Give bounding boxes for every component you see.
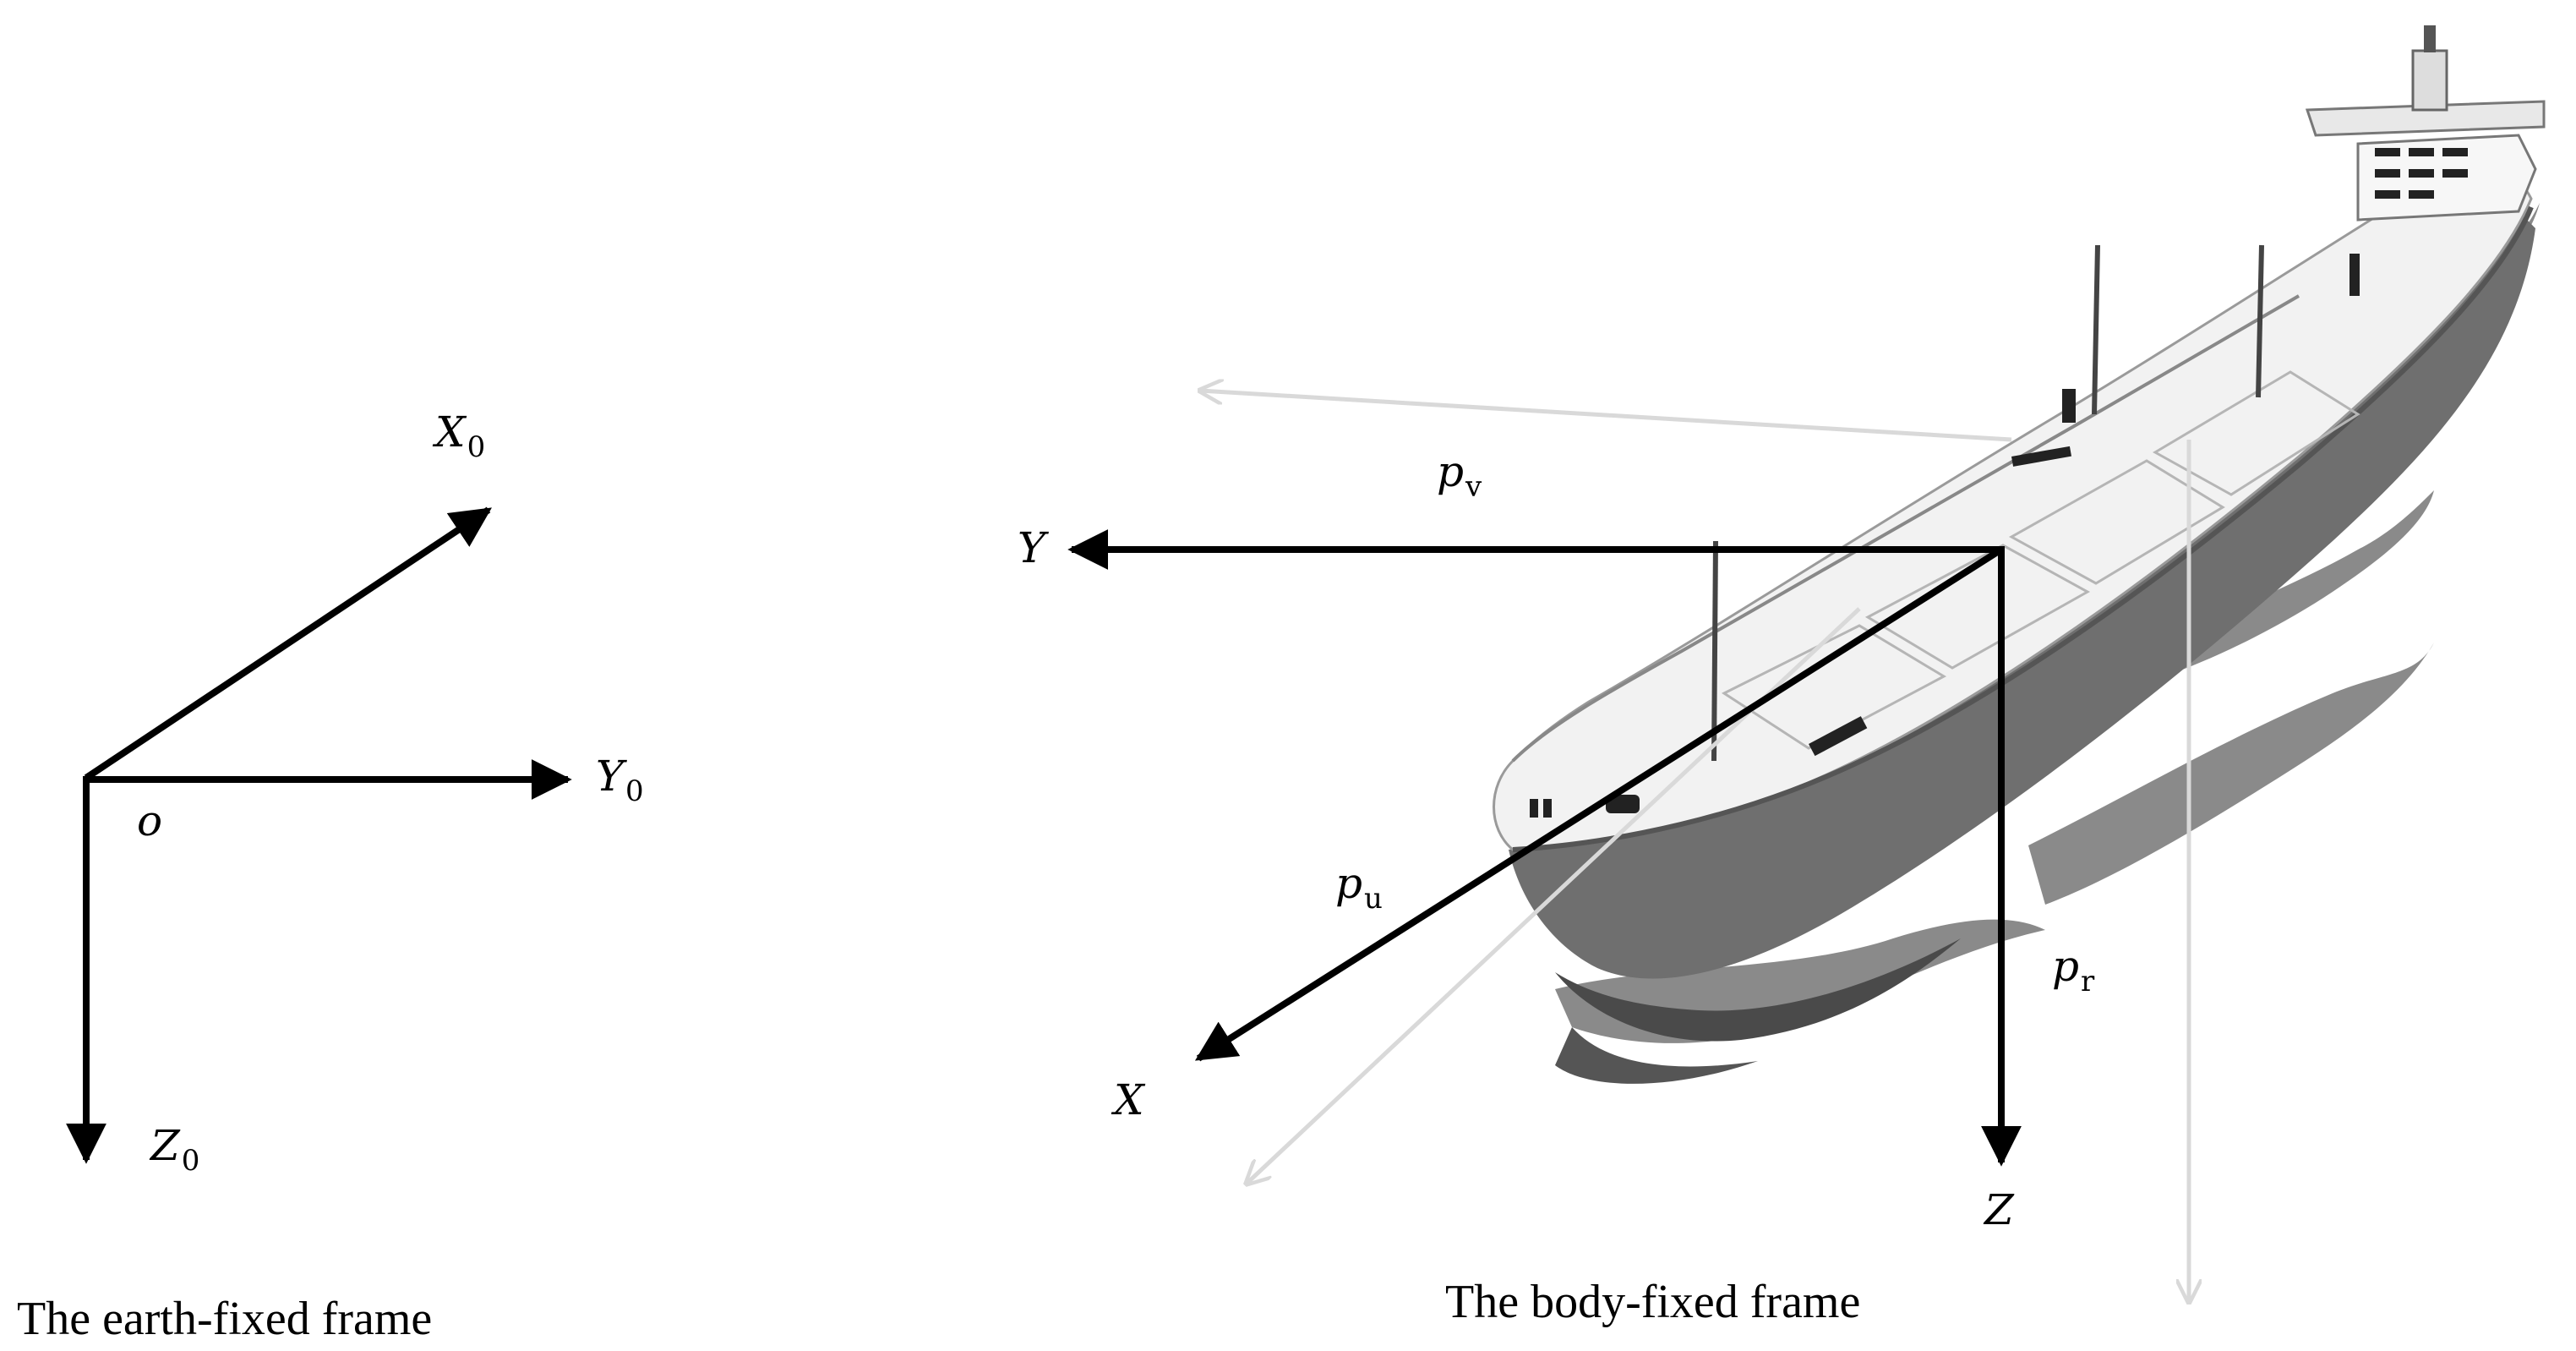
ship-masts (1711, 244, 2264, 762)
ship-deck-edge (1511, 294, 2300, 763)
body-x-label: X (1111, 1075, 1146, 1124)
earth-x-label: X0 (432, 407, 485, 464)
sway-label: pv (1437, 447, 1482, 504)
surge-label: pu (1335, 859, 1383, 916)
earth-y-label: Y0 (596, 752, 644, 808)
ship-bulwark (1512, 205, 2534, 852)
ship-deck-fittings (1530, 254, 2360, 818)
ship-hull-shadow (1555, 938, 1961, 1042)
earth-z-label: Z0 (149, 1121, 199, 1178)
ship-superstructure (2305, 25, 2546, 222)
ship-hull-side (1509, 199, 2535, 979)
earth-origin-label: o (137, 796, 162, 845)
earth-frame-caption: The earth-fixed frame (17, 1293, 432, 1345)
ship-illustration (1200, 25, 2546, 1302)
body-fixed-frame: Y X Z pv pu pr The body-fixed frame (1018, 447, 2095, 1328)
earth-fixed-frame: X0 Y0 Z0 o The earth-fixed frame (17, 407, 644, 1345)
body-x-axis (1194, 546, 2004, 1062)
yaw-label: pr (2052, 942, 2095, 998)
body-y-label: Y (1018, 523, 1049, 572)
body-z-label: Z (1983, 1185, 2015, 1234)
earth-x-axis (84, 506, 492, 781)
body-frame-caption: The body-fixed frame (1445, 1276, 1860, 1328)
